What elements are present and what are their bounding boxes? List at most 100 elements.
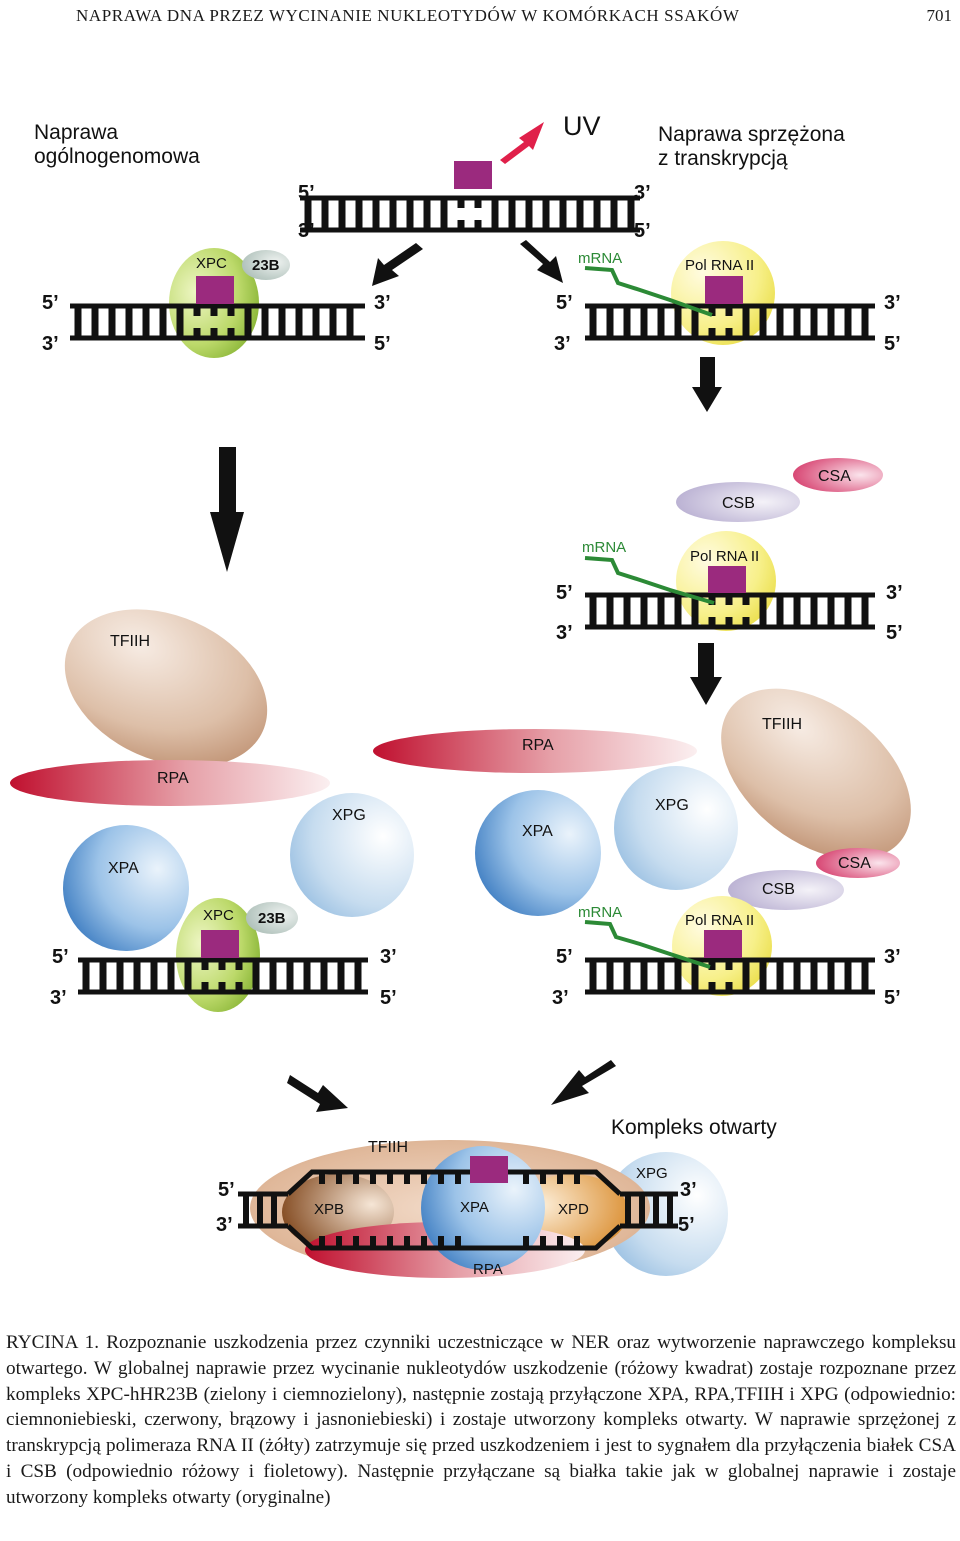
strand-end-5: 5’ [634, 220, 651, 242]
xpa-protein [421, 1146, 545, 1270]
strand-end-3: 3’ [884, 292, 901, 314]
xpg-label: XPG [636, 1165, 668, 1182]
open-dna-bubble [238, 1169, 678, 1251]
xpa-label: XPA [460, 1199, 489, 1216]
lesion-square [470, 1156, 508, 1183]
arrow-down-right-icon [287, 1075, 348, 1112]
pathway-title-tcr: Naprawa sprzężona [658, 123, 845, 146]
strand-end-5: 5’ [886, 622, 903, 644]
strand-end-3: 3’ [374, 292, 391, 314]
tfiih-protein [721, 688, 911, 860]
dna-duplex [585, 957, 875, 995]
dna-duplex [585, 592, 875, 630]
xpc-label: XPC [196, 255, 227, 272]
strand-end-3: 3’ [42, 333, 59, 355]
mrna-label: mRNA [578, 250, 622, 267]
csb-protein [728, 870, 844, 910]
strand-end-5: 5’ [556, 292, 573, 314]
strand-end-3: 3’ [634, 182, 651, 204]
dna-duplex [585, 303, 875, 341]
mrna-label: mRNA [578, 904, 622, 921]
tcr-stalled-polymerase: Pol RNA II mRNA 5’ 3’ 3’ 5’ [554, 241, 901, 355]
strand-end-3: 3’ [680, 1179, 697, 1201]
mrna-strand [584, 556, 715, 605]
strand-end-3: 3’ [50, 987, 67, 1009]
strand-end-5: 5’ [678, 1214, 695, 1236]
strand-end-5: 5’ [42, 292, 59, 314]
strand-end-5: 5’ [380, 987, 397, 1009]
tfiih-protein [64, 609, 268, 767]
xpb-label: XPB [314, 1201, 344, 1218]
strand-end-3: 3’ [556, 622, 573, 644]
open-complex-label: Kompleks otwarty [611, 1116, 777, 1139]
lesion-square [196, 276, 234, 304]
rpa-protein [373, 729, 697, 773]
rpa-label: RPA [157, 770, 189, 787]
tcr-csa-csb: CSA CSB Pol RNA II mRNA 5’ 3’ 3’ 5’ [556, 458, 903, 644]
tfiih-label: TFIIH [762, 716, 802, 733]
strand-end-3: 3’ [886, 582, 903, 604]
xpc-label: XPC [203, 907, 234, 924]
ggr-recognition: XPC 23B 5’ 3’ 3’ 5’ [42, 248, 391, 358]
dna-duplex [300, 195, 640, 233]
arrow-down-icon [690, 643, 722, 705]
strand-end-5: 5’ [374, 333, 391, 355]
rpa-label: RPA [473, 1261, 503, 1278]
lesion-square [705, 276, 743, 304]
figure-caption: RYCINA 1. Rozpoznanie uszkodzenia przez … [6, 1330, 956, 1511]
tcr-stalled-2: CSA CSB Pol RNA II mRNA 5’ 3’ 3’ 5’ [552, 848, 901, 1009]
xpg-protein [614, 766, 738, 890]
mrna-strand [584, 920, 711, 969]
ner-figure: Naprawa ogólnogenomowa UV Naprawa sprzęż… [10, 111, 911, 1278]
ggr-recognition-2: XPC 23B 5’ 3’ 3’ 5’ [50, 898, 397, 1012]
strand-end-5: 5’ [298, 182, 315, 204]
mrna-label: mRNA [582, 539, 626, 556]
csa-protein [793, 458, 883, 492]
arrow-down-icon [692, 357, 722, 412]
strand-end-3: 3’ [298, 220, 315, 242]
caption-text: Rozpoznanie uszkodzenia przez czynniki u… [6, 1332, 957, 1508]
csb-label: CSB [762, 881, 795, 898]
uv-arrow-icon [500, 122, 544, 164]
page-number: 701 [926, 6, 953, 25]
dna-duplex [78, 957, 368, 995]
tfiih-label: TFIIH [110, 633, 150, 650]
hhr23b-label: 23B [258, 910, 286, 927]
pol-rna-ii-label: Pol RNA II [685, 257, 754, 274]
xpa-label: XPA [522, 823, 553, 840]
csb-label: CSB [722, 495, 755, 512]
open-complex: Kompleks otwarty TFIIH XPB XPA XPD XPG R… [216, 1116, 777, 1278]
rpa-protein [10, 760, 330, 806]
strand-end-5: 5’ [556, 582, 573, 604]
strand-end-5: 5’ [52, 946, 69, 968]
uv-label: UV [563, 111, 601, 141]
csb-protein [676, 482, 800, 522]
caption-label: RYCINA 1. [6, 1332, 100, 1353]
arrow-down-icon [210, 447, 244, 572]
arrow-down-left-icon [551, 1060, 616, 1105]
csa-label: CSA [838, 855, 871, 872]
xpa-label: XPA [108, 860, 139, 877]
uv-damaged-dna: Naprawa ogólnogenomowa UV Naprawa sprzęż… [34, 111, 845, 242]
strand-end-5: 5’ [556, 946, 573, 968]
dna-duplex [70, 303, 365, 341]
csa-protein [816, 848, 900, 878]
hhr23b-protein [246, 902, 298, 934]
pol-rna-ii-label: Pol RNA II [690, 548, 759, 565]
strand-end-3: 3’ [884, 946, 901, 968]
running-header: NAPRAWA DNA PRZEZ WYCINANIE NUKLEOTYDÓW … [0, 4, 960, 28]
strand-end-5: 5’ [884, 333, 901, 355]
rpa-label: RPA [522, 737, 554, 754]
strand-end-5: 5’ [218, 1179, 235, 1201]
csa-label: CSA [818, 468, 851, 485]
xpg-label: XPG [332, 807, 366, 824]
hhr23b-protein [242, 250, 290, 280]
strand-end-3: 3’ [552, 987, 569, 1009]
lesion-square [454, 161, 492, 189]
pathway-title-global-2: ogólnogenomowa [34, 145, 200, 168]
xpa-protein [63, 825, 189, 951]
mrna-strand [584, 266, 713, 317]
pathway-title-tcr-2: z transkrypcją [658, 147, 788, 170]
xpd-label: XPD [558, 1201, 589, 1218]
tfiih-label: TFIIH [368, 1139, 408, 1156]
